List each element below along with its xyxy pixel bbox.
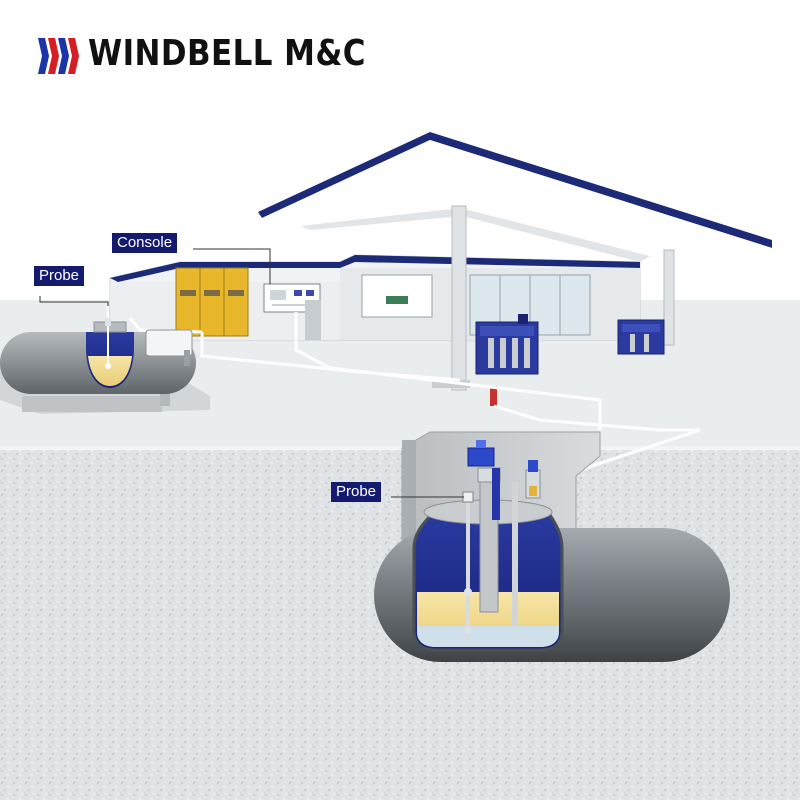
red-valve <box>490 386 497 406</box>
probe-label-small-tank: Probe <box>34 266 85 286</box>
console-label: Console <box>112 233 178 253</box>
probe-label-underground-tank: Probe <box>331 482 382 502</box>
garage-doors <box>175 267 249 337</box>
underground-storage-tank <box>374 440 730 662</box>
fuel-dispenser-back <box>617 319 665 355</box>
windbell-logo-icon <box>38 38 79 74</box>
leader-lines <box>39 248 464 498</box>
station-building <box>109 254 641 341</box>
small-lpg-tank <box>0 306 210 414</box>
canopy <box>258 132 772 391</box>
fuel-dispenser-front <box>475 314 539 375</box>
brand-name: WINDBELL M&C <box>88 33 366 74</box>
